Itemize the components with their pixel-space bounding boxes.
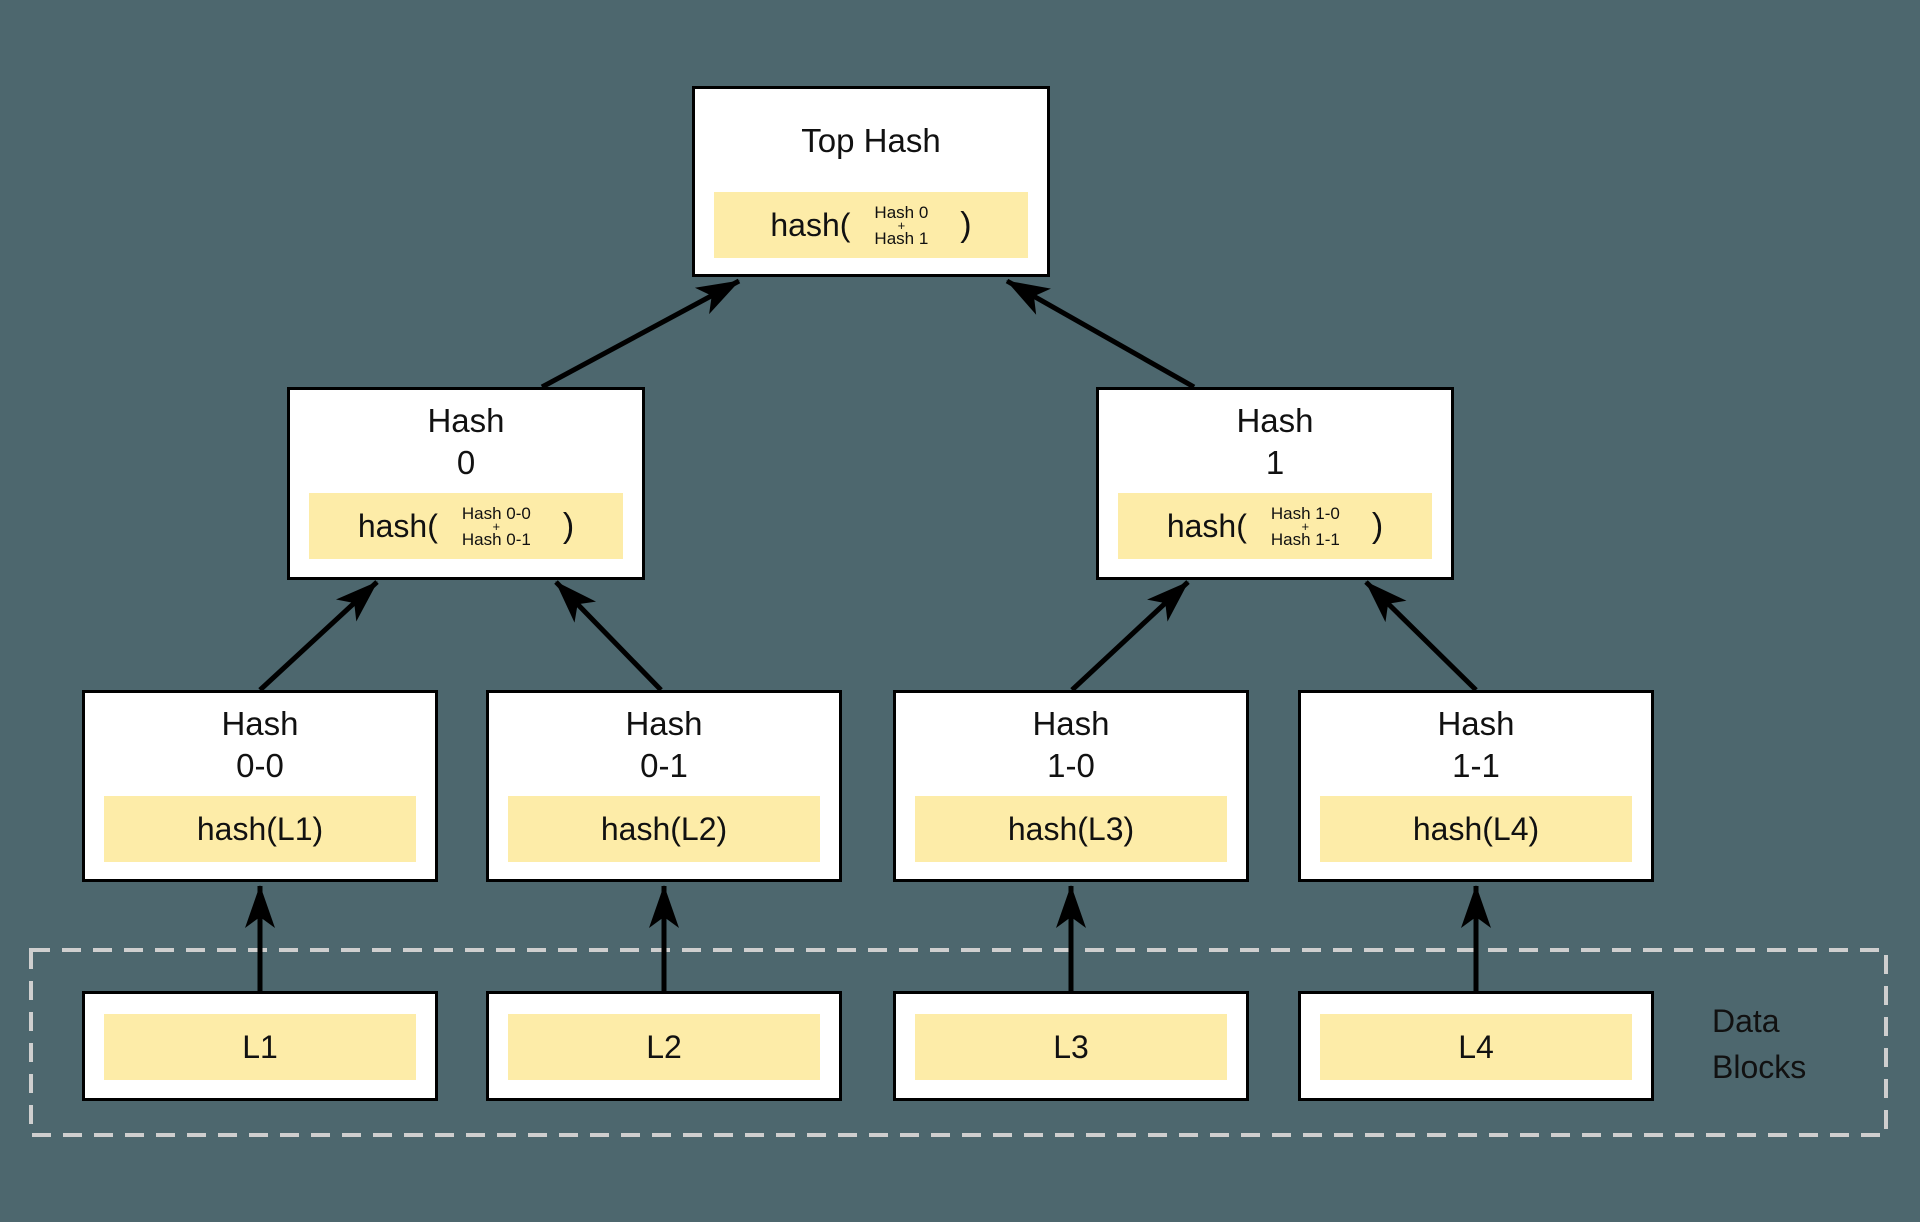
formula-prefix: hash( <box>357 507 438 544</box>
data-block-label: L3 <box>1053 1028 1089 1065</box>
leaf-hash-label: hash(L4) <box>1412 810 1540 847</box>
operand-bottom: Hash 1 <box>874 228 929 248</box>
hash-function-highlight: hash(L1) <box>104 796 416 862</box>
plus-operator: + <box>492 518 501 534</box>
hash-formula: hash( Hash 1-0 + Hash 1-1 ) <box>1166 503 1384 549</box>
formula-suffix: ) <box>562 506 575 545</box>
formula-suffix: ) <box>960 205 972 244</box>
operand-top: Hash 1-0 <box>1270 503 1340 523</box>
top-hash-title: Top Hash <box>801 121 941 159</box>
operand-bottom: Hash 0-1 <box>461 529 531 549</box>
hash-0-1-title: Hash 0-1 <box>625 704 703 784</box>
hash-function-highlight: hash(L3) <box>915 796 1227 862</box>
hash-1-0-title: Hash 1-0 <box>1032 704 1110 784</box>
leaf-hash-label: hash(L3) <box>1007 810 1135 847</box>
data-block-l1: L1 <box>82 991 438 1101</box>
formula-operands: Hash 0-0 + Hash 0-1 <box>461 503 531 549</box>
formula-operands: Hash 0 + Hash 1 <box>874 202 929 248</box>
data-block-label: L2 <box>646 1028 682 1065</box>
hash-formula: hash( Hash 0 + Hash 1 ) <box>770 202 972 248</box>
plus-operator: + <box>897 217 906 233</box>
data-block-highlight: L4 <box>1320 1014 1632 1080</box>
arrow-hash0-to-top-hash <box>540 278 741 390</box>
plus-operator: + <box>1301 518 1310 534</box>
hash-formula: hash( Hash 0-0 + Hash 0-1 ) <box>357 503 575 549</box>
node-hash-0: Hash 0 hash( Hash 0-0 + Hash 0-1 ) <box>287 387 645 580</box>
data-block-highlight: L1 <box>104 1014 416 1080</box>
formula-suffix: ) <box>1371 506 1384 545</box>
node-hash-1: Hash 1 hash( Hash 1-0 + Hash 1-1 ) <box>1096 387 1454 580</box>
hash-function-highlight: hash( Hash 0-0 + Hash 0-1 ) <box>309 493 623 559</box>
node-hash-0-1: Hash 0-1 hash(L2) <box>486 690 842 882</box>
formula-prefix: hash( <box>770 206 851 243</box>
data-block-l2: L2 <box>486 991 842 1101</box>
hash-function-highlight: hash( Hash 0 + Hash 1 ) <box>714 192 1028 258</box>
hash-0-0-title: Hash 0-0 <box>221 704 299 784</box>
operand-top: Hash 0-0 <box>461 503 531 523</box>
node-hash-1-1: Hash 1-1 hash(L4) <box>1298 690 1654 882</box>
data-block-l4: L4 <box>1298 991 1654 1101</box>
hash-1-title: Hash 1 <box>1236 401 1314 481</box>
data-blocks-label: Data Blocks <box>1712 1003 1807 1085</box>
arrow-hash01-to-hash0 <box>554 580 663 692</box>
node-hash-1-0: Hash 1-0 hash(L3) <box>893 690 1249 882</box>
data-block-l3: L3 <box>893 991 1249 1101</box>
operand-bottom: Hash 1-1 <box>1270 529 1340 549</box>
arrow-hash10-to-hash1 <box>1070 580 1190 692</box>
formula-operands: Hash 1-0 + Hash 1-1 <box>1270 503 1340 549</box>
node-hash-0-0: Hash 0-0 hash(L1) <box>82 690 438 882</box>
hash-1-1-title: Hash 1-1 <box>1437 704 1515 784</box>
operand-top: Hash 0 <box>874 202 929 222</box>
data-block-highlight: L2 <box>508 1014 820 1080</box>
hash-function-highlight: hash( Hash 1-0 + Hash 1-1 ) <box>1118 493 1432 559</box>
arrow-hash1-to-top-hash <box>1005 278 1196 390</box>
data-block-label: L4 <box>1458 1028 1494 1065</box>
node-top-hash: Top Hash hash( Hash 0 + Hash 1 ) <box>692 86 1050 277</box>
data-block-label: L1 <box>242 1028 278 1065</box>
hash-function-highlight: hash(L2) <box>508 796 820 862</box>
hash-function-highlight: hash(L4) <box>1320 796 1632 862</box>
hash-0-title: Hash 0 <box>427 401 505 481</box>
arrow-hash11-to-hash1 <box>1364 580 1478 692</box>
leaf-hash-label: hash(L2) <box>600 810 728 847</box>
leaf-hash-label: hash(L1) <box>196 810 324 847</box>
data-block-highlight: L3 <box>915 1014 1227 1080</box>
arrow-hash00-to-hash0 <box>258 580 379 692</box>
formula-prefix: hash( <box>1166 507 1247 544</box>
